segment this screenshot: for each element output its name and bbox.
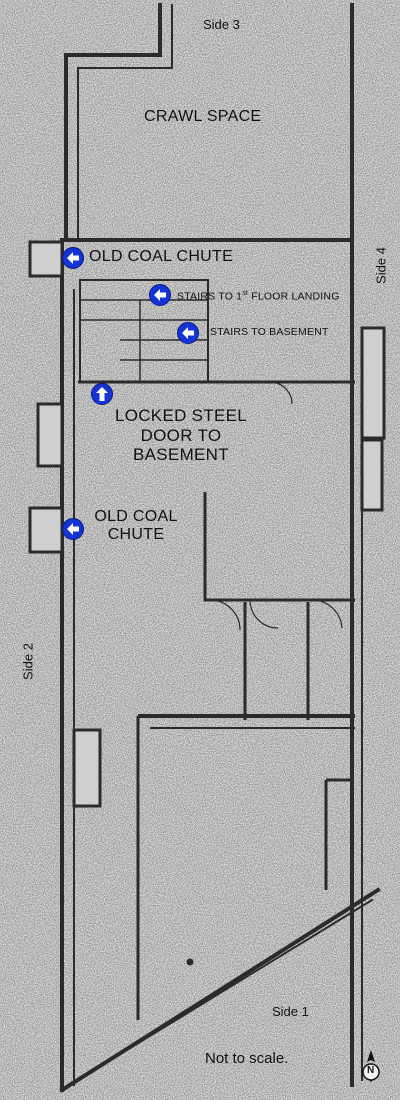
- buttress-right-2: [360, 438, 384, 512]
- coal-chute-1-label: OLD COAL CHUTE: [89, 248, 234, 265]
- locked-door-label-line3: BASEMENT: [133, 445, 229, 465]
- not-to-scale-note: Not to scale.: [205, 1050, 289, 1067]
- coal-chute-1-marker: [62, 247, 84, 269]
- compass-rose: N: [360, 1048, 382, 1090]
- stairs-first-floor-marker: [149, 284, 171, 306]
- arrow-left-icon: [182, 327, 194, 339]
- coal-chute-1-box: [28, 240, 64, 278]
- ceiling-fixture: [186, 958, 194, 966]
- door-arc-3: [311, 599, 343, 629]
- stairs-first-floor-label: STAIRS TO 1st FLOOR LANDING: [177, 290, 340, 303]
- wall-right-pier: [324, 778, 352, 890]
- door-arc-4: [269, 381, 293, 405]
- crawl-space-label: CRAWL SPACE: [144, 108, 262, 125]
- stairs-basement-marker: [177, 322, 199, 344]
- coal-chute-2-marker: [62, 518, 84, 540]
- arrow-up-icon: [96, 387, 108, 401]
- arrow-left-icon: [67, 252, 79, 264]
- wall-top-notch: [64, 3, 162, 242]
- coal-chute-2-label: OLD COAL CHUTE: [86, 508, 186, 545]
- stairs-basement-label: STAIRS TO BASEMENT: [210, 326, 329, 338]
- side-4-label: Side 4: [373, 247, 389, 284]
- side-1-label: Side 1: [272, 1004, 309, 1019]
- interior-walls: [28, 238, 386, 1020]
- buttress-left-2: [72, 728, 102, 808]
- ordinal-suffix: st: [242, 290, 249, 297]
- door-arc-2: [249, 599, 279, 629]
- locked-door-marker: [91, 383, 113, 405]
- wall-top-notch-inner: [77, 4, 173, 241]
- stair-treads: [80, 299, 208, 382]
- locked-door-label: LOCKED STEEL DOOR TO BASEMENT: [106, 406, 256, 465]
- locked-door-label-line1: LOCKED STEEL: [114, 406, 248, 425]
- coal-chute-2-label-line2: CHUTE: [107, 526, 165, 544]
- wall-side-1-inner: [76, 898, 374, 1082]
- arrow-left-icon: [154, 289, 166, 301]
- wall-mid-room: [203, 492, 355, 602]
- door-arc-1: [209, 599, 241, 631]
- coal-chute-2-label-line1: OLD COAL: [94, 508, 178, 525]
- side-3-label: Side 3: [203, 17, 240, 32]
- buttress-right-1: [360, 326, 386, 440]
- side-2-label: Side 2: [20, 643, 36, 680]
- arrow-left-icon: [67, 523, 79, 535]
- north-arrow-icon: [362, 1050, 380, 1082]
- coal-chute-2-box: [28, 506, 64, 554]
- compass-north-letter: N: [367, 1065, 375, 1076]
- buttress-left-1: [36, 402, 64, 468]
- locked-door-label-line2: DOOR TO: [140, 425, 222, 445]
